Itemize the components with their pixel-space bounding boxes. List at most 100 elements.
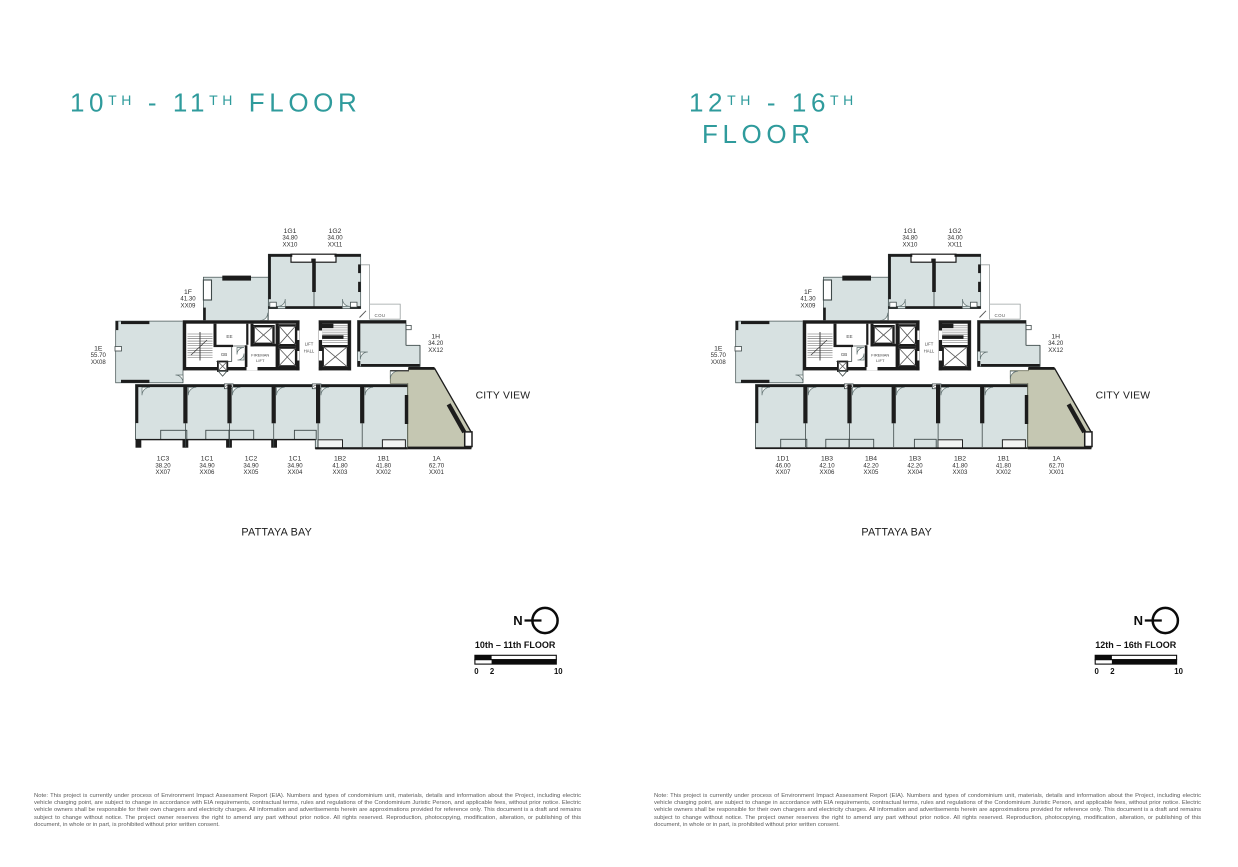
svg-text:12th – 16th FLOOR: 12th – 16th FLOOR: [1095, 640, 1177, 650]
svg-text:COU: COU: [995, 313, 1006, 318]
svg-text:34.80: 34.80: [282, 235, 298, 242]
svg-text:XX08: XX08: [91, 359, 107, 366]
svg-text:1C1: 1C1: [201, 456, 214, 463]
svg-text:42.10: 42.10: [819, 462, 835, 469]
svg-text:55.70: 55.70: [711, 352, 727, 359]
svg-text:1H: 1H: [431, 333, 440, 340]
svg-text:XX06: XX06: [820, 469, 836, 476]
svg-text:38.20: 38.20: [155, 462, 171, 469]
svg-text:1B3: 1B3: [909, 456, 921, 463]
svg-text:42.20: 42.20: [907, 462, 923, 469]
svg-text:1A: 1A: [432, 456, 441, 463]
svg-text:1E: 1E: [94, 345, 103, 352]
svg-text:1F: 1F: [804, 289, 812, 296]
svg-text:2: 2: [490, 667, 495, 676]
svg-text:41.80: 41.80: [952, 462, 968, 469]
svg-text:N: N: [1134, 613, 1143, 628]
svg-text:34.80: 34.80: [902, 235, 918, 242]
svg-text:LIFT: LIFT: [305, 342, 314, 347]
svg-text:XX02: XX02: [996, 469, 1012, 476]
svg-text:1A: 1A: [1052, 456, 1061, 463]
svg-text:COU: COU: [375, 313, 386, 318]
svg-text:XX02: XX02: [376, 469, 392, 476]
svg-text:LIFT: LIFT: [876, 358, 885, 363]
svg-text:XX01: XX01: [429, 469, 445, 476]
svg-text:1B2: 1B2: [954, 456, 966, 463]
svg-text:1C2: 1C2: [245, 456, 258, 463]
svg-text:62.70: 62.70: [1049, 462, 1065, 469]
svg-text:46.00: 46.00: [775, 462, 791, 469]
svg-text:1G2: 1G2: [949, 228, 962, 235]
svg-text:FIREMAN: FIREMAN: [871, 353, 889, 358]
svg-text:LIFT: LIFT: [925, 342, 934, 347]
svg-text:34.90: 34.90: [243, 462, 259, 469]
svg-text:CITY VIEW: CITY VIEW: [476, 391, 531, 402]
svg-text:EE: EE: [226, 334, 232, 339]
svg-text:1G1: 1G1: [904, 228, 917, 235]
svg-text:41.80: 41.80: [376, 462, 392, 469]
svg-text:1B4: 1B4: [865, 456, 877, 463]
svg-text:XX12: XX12: [428, 347, 444, 354]
svg-text:FIREMAN: FIREMAN: [251, 353, 269, 358]
svg-text:41.30: 41.30: [180, 296, 196, 303]
svg-text:XX05: XX05: [864, 469, 880, 476]
svg-text:2: 2: [1110, 667, 1115, 676]
svg-text:PATTAYA BAY: PATTAYA BAY: [861, 527, 932, 539]
svg-text:1B2: 1B2: [334, 456, 346, 463]
svg-text:XX12: XX12: [1048, 347, 1064, 354]
svg-text:0: 0: [474, 667, 479, 676]
svg-text:HALL: HALL: [304, 348, 315, 353]
svg-text:34.00: 34.00: [947, 235, 963, 242]
svg-text:XX10: XX10: [283, 242, 299, 249]
svg-text:10th – 11th FLOOR: 10th – 11th FLOOR: [475, 640, 556, 650]
svg-text:XX03: XX03: [333, 469, 349, 476]
svg-text:XX08: XX08: [711, 359, 727, 366]
svg-text:1C3: 1C3: [157, 456, 170, 463]
svg-text:34.90: 34.90: [287, 462, 303, 469]
svg-text:XX04: XX04: [288, 469, 304, 476]
svg-text:XX01: XX01: [1049, 469, 1065, 476]
svg-text:0: 0: [1095, 667, 1100, 676]
svg-text:XX03: XX03: [953, 469, 969, 476]
svg-text:1C1: 1C1: [289, 456, 302, 463]
svg-text:CITY VIEW: CITY VIEW: [1096, 391, 1151, 402]
svg-text:1B1: 1B1: [377, 456, 389, 463]
svg-text:XX09: XX09: [181, 303, 197, 310]
svg-text:XX11: XX11: [328, 242, 343, 249]
svg-text:1E: 1E: [714, 345, 723, 352]
svg-text:41.80: 41.80: [996, 462, 1012, 469]
svg-text:N: N: [513, 613, 522, 628]
svg-text:41.80: 41.80: [332, 462, 348, 469]
svg-text:XX11: XX11: [948, 242, 963, 249]
svg-text:34.20: 34.20: [1048, 340, 1064, 347]
svg-text:42.20: 42.20: [863, 462, 879, 469]
svg-text:PATTAYA BAY: PATTAYA BAY: [241, 527, 312, 539]
svg-text:XX04: XX04: [908, 469, 924, 476]
svg-text:34.00: 34.00: [327, 235, 343, 242]
svg-text:XX07: XX07: [776, 469, 792, 476]
svg-text:GB: GB: [221, 352, 227, 357]
svg-text:10: 10: [554, 667, 563, 676]
svg-text:1H: 1H: [1051, 333, 1060, 340]
svg-text:LIFT: LIFT: [256, 358, 265, 363]
svg-text:34.20: 34.20: [428, 340, 444, 347]
svg-text:1G1: 1G1: [284, 228, 297, 235]
svg-text:55.70: 55.70: [91, 352, 107, 359]
svg-text:1B1: 1B1: [997, 456, 1009, 463]
svg-text:41.30: 41.30: [800, 296, 816, 303]
svg-text:GB: GB: [841, 352, 847, 357]
svg-text:1G2: 1G2: [329, 228, 342, 235]
svg-text:XX06: XX06: [200, 469, 216, 476]
svg-text:1F: 1F: [184, 289, 192, 296]
svg-text:XX07: XX07: [156, 469, 172, 476]
svg-text:34.90: 34.90: [199, 462, 215, 469]
svg-text:10: 10: [1174, 667, 1183, 676]
svg-text:XX10: XX10: [903, 242, 919, 249]
svg-text:EE: EE: [846, 334, 852, 339]
svg-text:HALL: HALL: [924, 348, 935, 353]
svg-text:XX05: XX05: [244, 469, 260, 476]
svg-text:1B3: 1B3: [821, 456, 833, 463]
svg-text:XX09: XX09: [801, 303, 817, 310]
svg-text:1D1: 1D1: [777, 456, 790, 463]
svg-text:62.70: 62.70: [429, 462, 445, 469]
